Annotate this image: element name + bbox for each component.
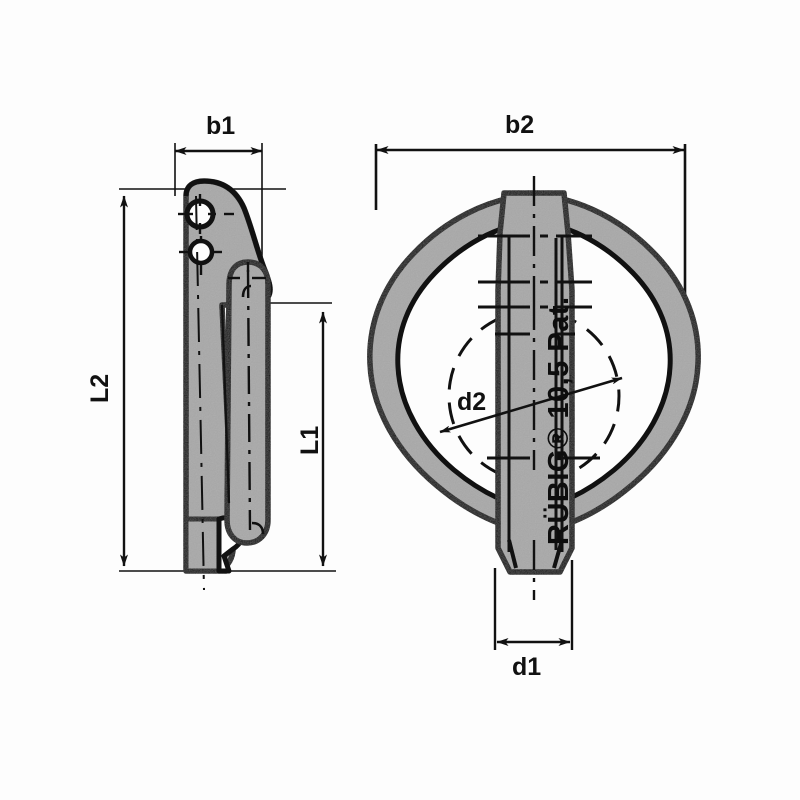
- label-L2: L2: [86, 373, 114, 403]
- shaft-neck-lines: [507, 539, 564, 569]
- dimension-d2: [439, 376, 623, 434]
- label-L1: L1: [296, 425, 324, 455]
- right-front-view: [367, 144, 701, 650]
- head-bore-lower: [187, 238, 215, 266]
- centreline-wire-left: [246, 269, 252, 531]
- brand-marking-text: RÜBIG® 10,5 Pat.: [543, 296, 575, 545]
- clip-wire-side: [224, 259, 271, 546]
- label-d1: d1: [512, 653, 542, 681]
- label-b2: b2: [505, 111, 535, 139]
- label-d2: d2: [457, 388, 487, 416]
- shaft-centre-marks: [478, 234, 600, 460]
- left-side-view: [119, 143, 336, 591]
- d1-extension-lines: [493, 560, 574, 650]
- label-b1: b1: [206, 112, 236, 140]
- centre-marks-left: [178, 194, 266, 280]
- shaft-inner-edge: [220, 304, 231, 504]
- centreline-shaft-left: [195, 195, 205, 591]
